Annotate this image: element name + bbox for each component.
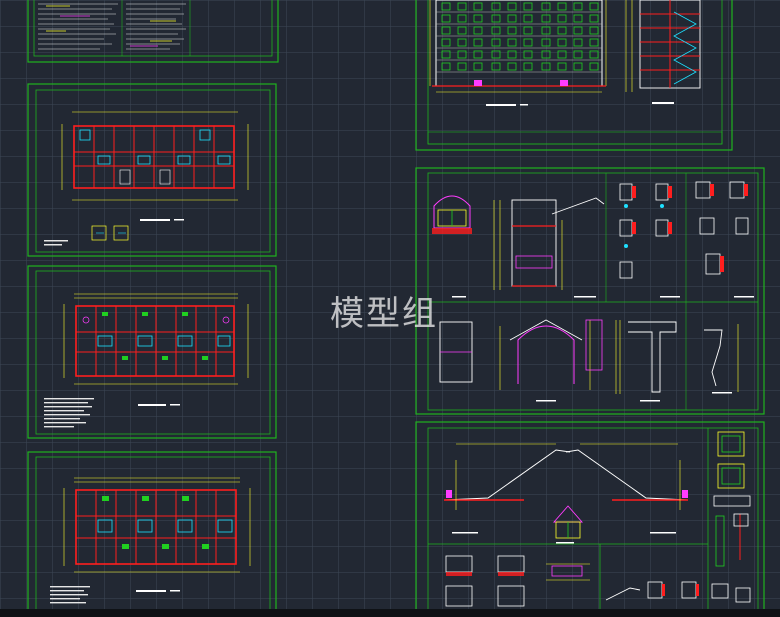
elevation-window: [557, 50, 567, 59]
elevation-window: [507, 62, 517, 71]
elevation-window: [441, 50, 451, 59]
elevation-window: [473, 26, 483, 35]
elevation-window: [473, 62, 483, 71]
elevation-window: [507, 38, 517, 47]
sheet-floor-plan-1[interactable]: [27, 83, 277, 257]
elevation-window: [491, 50, 501, 59]
elevation-window: [441, 14, 451, 23]
elevation-window: [573, 2, 583, 11]
status-strip: [0, 609, 780, 617]
elevation-window: [491, 38, 501, 47]
elevation-window: [457, 26, 467, 35]
elevation-window: [507, 14, 517, 23]
elevation-window: [573, 26, 583, 35]
elevation-window: [541, 26, 551, 35]
elevation-window: [557, 38, 567, 47]
elevation-window: [557, 14, 567, 23]
elevation-window: [589, 14, 599, 23]
sheet-details-1[interactable]: [415, 167, 765, 415]
elevation-window: [491, 62, 501, 71]
elevation-window: [441, 38, 451, 47]
elevation-window: [557, 2, 567, 11]
elevation-window: [523, 14, 533, 23]
elevation-window: [589, 2, 599, 11]
sheet-elevation-section[interactable]: [415, 0, 733, 151]
elevation-window: [541, 38, 551, 47]
sheet-floor-plan-2[interactable]: [27, 265, 277, 439]
elevation-window: [473, 2, 483, 11]
elevation-window: [491, 26, 501, 35]
elevation-window: [541, 2, 551, 11]
elevation-window: [523, 38, 533, 47]
elevation-window: [507, 2, 517, 11]
elevation-window: [441, 62, 451, 71]
elevation-window: [457, 62, 467, 71]
elevation-window: [541, 14, 551, 23]
elevation-window: [573, 38, 583, 47]
elevation-window: [457, 2, 467, 11]
elevation-window: [507, 26, 517, 35]
elevation-window: [523, 2, 533, 11]
sheet-general-notes[interactable]: [27, 0, 279, 63]
watermark-text: 模型组: [330, 294, 438, 334]
elevation-window: [589, 50, 599, 59]
elevation-window: [589, 38, 599, 47]
elevation-window: [557, 62, 567, 71]
elevation-window: [473, 38, 483, 47]
sheet-roof-details[interactable]: [415, 421, 765, 617]
elevation-window: [457, 14, 467, 23]
elevation-window: [523, 26, 533, 35]
elevation-window: [457, 38, 467, 47]
elevation-window: [589, 62, 599, 71]
elevation-window: [573, 62, 583, 71]
elevation-window: [491, 2, 501, 11]
elevation-window: [541, 50, 551, 59]
elevation-window: [441, 2, 451, 11]
elevation-window: [507, 50, 517, 59]
elevation-window: [523, 62, 533, 71]
elevation-window: [541, 62, 551, 71]
elevation-window: [589, 26, 599, 35]
elevation-window: [473, 14, 483, 23]
elevation-window: [573, 50, 583, 59]
elevation-window: [523, 50, 533, 59]
elevation-window: [557, 26, 567, 35]
elevation-window: [457, 50, 467, 59]
elevation-window: [473, 50, 483, 59]
elevation-window: [573, 14, 583, 23]
elevation-window: [491, 14, 501, 23]
elevation-window: [441, 26, 451, 35]
sheet-floor-plan-3[interactable]: [27, 451, 277, 617]
